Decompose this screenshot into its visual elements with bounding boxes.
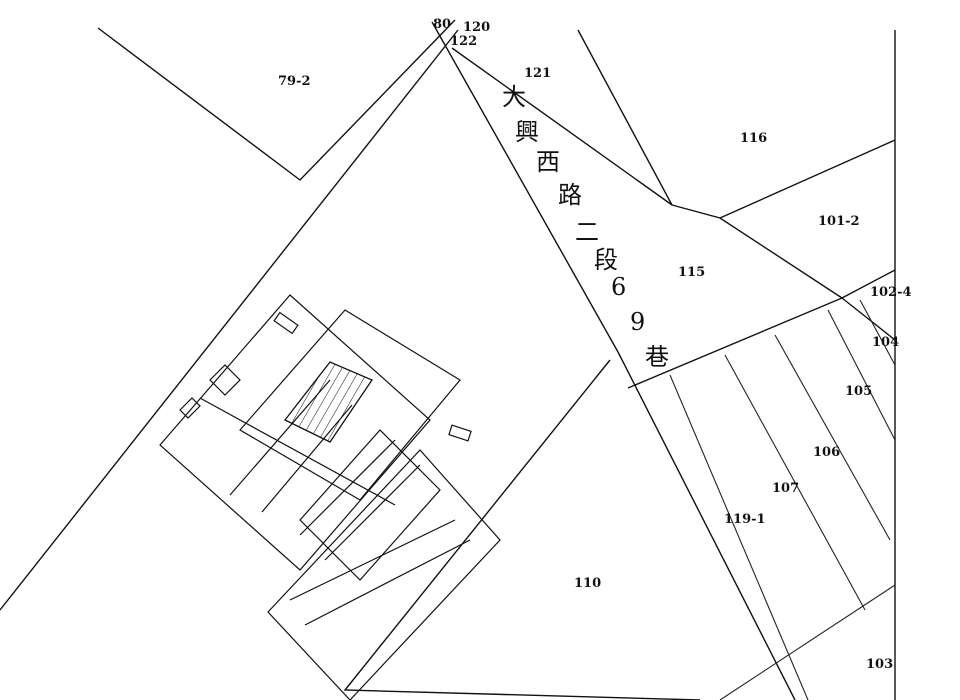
boundary-104 <box>859 299 896 366</box>
boundary-103 <box>719 584 896 700</box>
road-name: 大 興 西 路 二 段 6 9 巷 <box>502 83 669 371</box>
boundary-107-b <box>724 354 866 611</box>
parcel-label-116: 116 <box>740 131 767 146</box>
parcel-label-79-2: 79-2 <box>278 74 311 89</box>
parcel-label-121: 121 <box>524 66 551 81</box>
boundary-115-south <box>671 204 843 299</box>
boundary-road-west-upper <box>431 21 619 353</box>
parcel-label-101-2: 101-2 <box>818 214 860 229</box>
parcel-label-80: 80 <box>433 17 451 32</box>
boundary-101-2 <box>719 139 896 219</box>
boundary-116-west <box>577 29 673 206</box>
boundary-107-a <box>669 374 809 700</box>
parcel-label-103: 103 <box>866 657 893 672</box>
road-name-char: 大 <box>502 83 526 111</box>
boundary-106 <box>774 334 891 541</box>
parcel-label-115: 115 <box>678 265 705 280</box>
road-name-char: 段 <box>594 246 618 274</box>
road-name-char: 路 <box>558 181 582 209</box>
parcel-label-105: 105 <box>845 384 872 399</box>
boundary-102-4 <box>841 269 896 299</box>
boundary-79-2 <box>97 19 456 181</box>
parcel-label-106: 106 <box>813 445 840 460</box>
boundary-road-east <box>451 47 673 206</box>
parcel-label-120: 120 <box>463 20 490 35</box>
road-name-char: 9 <box>630 308 645 336</box>
parcel-boundaries <box>0 19 896 700</box>
parcel-label-110: 110 <box>574 576 601 591</box>
building-footprints <box>159 294 501 700</box>
parcel-label-122: 122 <box>450 34 477 49</box>
road-name-char: 二 <box>575 218 599 246</box>
parcel-labels: 80 120 122 121 79-2 116 101-2 115 102-4 … <box>278 17 912 672</box>
road-name-char: 巷 <box>645 343 669 371</box>
parcel-label-104: 104 <box>872 335 899 350</box>
boundary-road-west-lower <box>617 351 796 700</box>
road-name-char: 興 <box>515 118 539 146</box>
parcel-label-102-4: 102-4 <box>870 285 912 300</box>
boundary-115-east <box>627 297 896 389</box>
road-name-char: 西 <box>536 148 560 176</box>
boundary-110-west <box>0 29 459 611</box>
parcel-label-119-1: 119-1 <box>724 512 766 527</box>
hatched-target-area <box>283 361 373 443</box>
road-name-char: 6 <box>611 273 626 301</box>
boundary-110-south <box>343 359 701 700</box>
parcel-label-107: 107 <box>772 481 799 496</box>
boundary-105 <box>827 309 896 441</box>
